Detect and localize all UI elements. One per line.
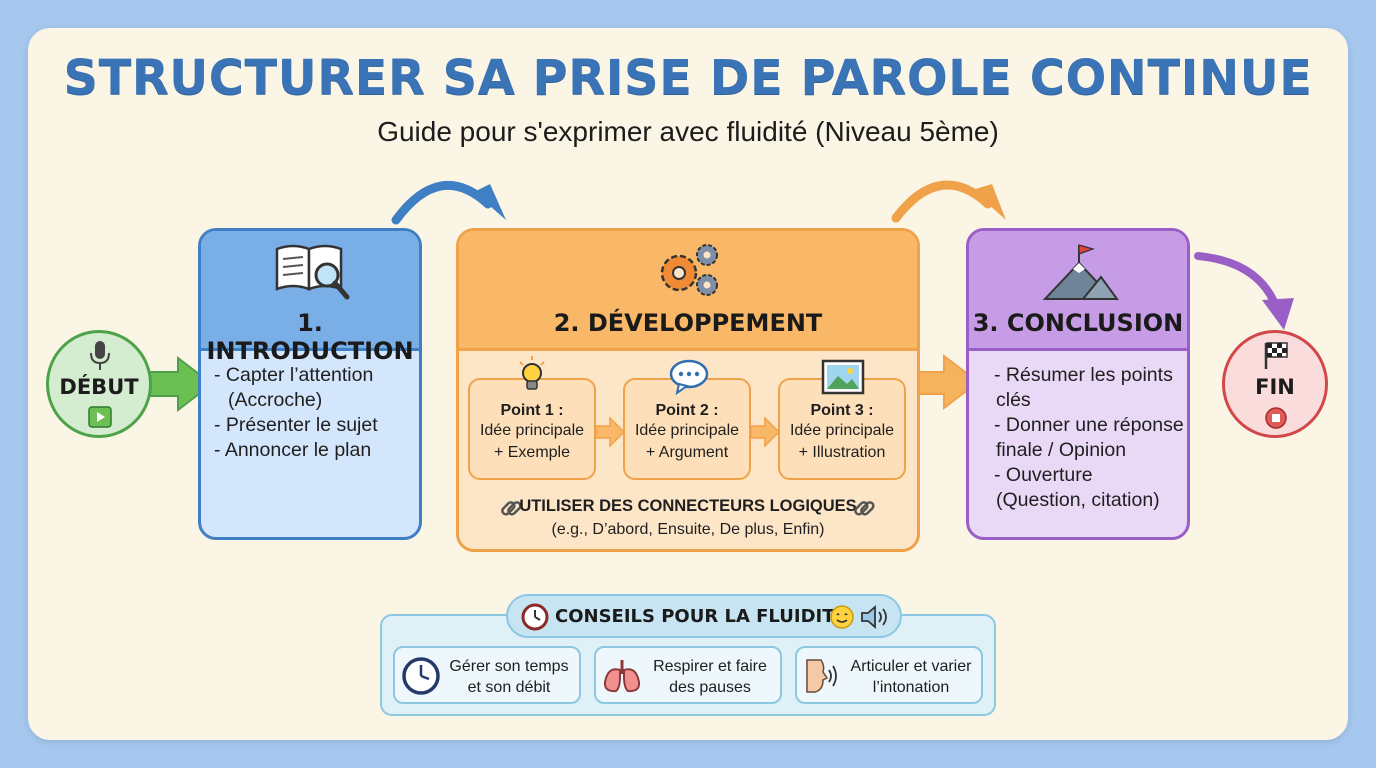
end-label: FIN <box>1255 375 1295 399</box>
picture-icon <box>821 359 865 395</box>
introduction-item: - Présenter le sujet <box>214 414 378 436</box>
tip-text: Articuler et varier l’intonation <box>845 656 977 698</box>
tips-title: CONSEILS POUR LA FLUIDITÉ <box>555 606 847 627</box>
point-line: + Illustration <box>798 444 886 461</box>
conclusion-item: - Donner une réponse <box>994 414 1184 436</box>
point-1-box: Point 1 : Idée principale + Exemple <box>468 378 596 480</box>
introduction-body: - Capter l’attention (Accroche) - Présen… <box>201 363 419 537</box>
introduction-item: - Capter l’attention <box>214 364 374 386</box>
tip-breathing: Respirer et faire des pauses <box>594 646 782 704</box>
tip-line: et son débit <box>467 679 551 696</box>
point-line: Idée principale <box>789 422 895 439</box>
conclusion-item: (Question, citation) <box>996 489 1160 511</box>
connectors-title: UTILISER DES CONNECTEURS LOGIQUES <box>519 497 857 515</box>
introduction-header: 1. INTRODUCTION <box>201 231 419 365</box>
checkered-flag-icon <box>1264 342 1288 369</box>
speaking-face-icon <box>806 659 837 693</box>
point-title: Point 3 : <box>810 402 874 419</box>
tip-time: Gérer son temps et son débit <box>393 646 581 704</box>
point-line: Idée principale <box>634 422 740 439</box>
link-icon <box>854 501 875 516</box>
introduction-title: 1. INTRODUCTION <box>206 309 414 365</box>
start-circle: DÉBUT <box>46 330 152 438</box>
conclusion-item: - Résumer les points <box>994 364 1173 386</box>
mountain-flag-icon <box>1042 244 1119 300</box>
introduction-box: 1. INTRODUCTION - Capter l’attention (Ac… <box>198 228 422 540</box>
start-label: DÉBUT <box>59 375 139 399</box>
book-magnifier-icon <box>275 244 350 300</box>
speaker-icon <box>861 605 887 629</box>
conclusion-header: 3. CONCLUSION <box>969 231 1187 351</box>
page-subtitle: Guide pour s'exprimer avec fluidité (Niv… <box>377 116 999 147</box>
tip-line: des pauses <box>669 679 751 696</box>
stop-icon <box>1265 407 1287 429</box>
conclusion-body: - Résumer les points clés - Donner une r… <box>969 363 1187 537</box>
link-icon <box>501 501 522 516</box>
gears-icon <box>660 244 718 296</box>
tip-text: Gérer son temps et son débit <box>443 656 575 698</box>
connectors-examples: (e.g., D’abord, Ensuite, De plus, Enfin) <box>551 521 825 538</box>
conclusion-item: clés <box>996 389 1031 411</box>
conclusion-item: - Ouverture <box>994 464 1093 486</box>
speech-bubble-icon <box>669 359 709 396</box>
conclusion-box: 3. CONCLUSION - Résumer les points clés … <box>966 228 1190 540</box>
conclusion-title: 3. CONCLUSION <box>972 309 1184 337</box>
lungs-icon <box>603 660 641 693</box>
point-line: + Exemple <box>493 444 571 461</box>
tip-line: Gérer son temps <box>449 658 569 675</box>
tip-articulation: Articuler et varier l’intonation <box>795 646 983 704</box>
microphone-icon <box>90 341 110 370</box>
smiley-icon <box>830 605 854 629</box>
point-3-box: Point 3 : Idée principale + Illustration <box>778 378 906 480</box>
tip-line: Articuler et varier <box>850 658 972 675</box>
point-title: Point 1 : <box>500 402 564 419</box>
development-header: 2. DÉVELOPPEMENT <box>459 231 917 351</box>
tip-line: l’intonation <box>872 679 950 696</box>
end-circle: FIN <box>1222 330 1328 438</box>
lightbulb-icon <box>519 356 545 390</box>
point-title: Point 2 : <box>655 402 719 419</box>
conclusion-item: finale / Opinion <box>996 439 1127 461</box>
clock-icon <box>402 657 440 695</box>
stopwatch-icon <box>521 603 549 631</box>
introduction-item: (Accroche) <box>228 389 323 411</box>
tip-text: Respirer et faire des pauses <box>644 656 776 698</box>
play-icon <box>88 406 112 428</box>
tip-line: Respirer et faire <box>653 658 767 675</box>
page-title: STRUCTURER SA PRISE DE PAROLE CONTINUE <box>63 50 1313 106</box>
introduction-item: - Annoncer le plan <box>214 439 372 461</box>
point-line: Idée principale <box>479 422 585 439</box>
development-title: 2. DÉVELOPPEMENT <box>553 309 823 337</box>
point-line: + Argument <box>645 444 729 461</box>
